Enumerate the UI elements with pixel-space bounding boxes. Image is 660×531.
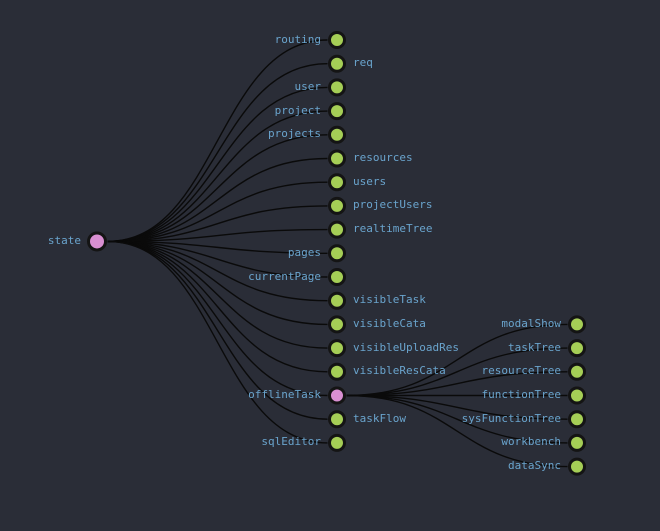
node-circle-pages[interactable] [328,244,346,263]
tree-edge-offlineTask-resourceTree [346,371,568,397]
node-label-user[interactable]: user [294,79,322,93]
node-label-state[interactable]: state [47,233,81,247]
tree-edge-state-project [107,110,328,243]
tree-edge-state-users [107,181,328,243]
node-circle-realtimeTree[interactable] [328,220,346,239]
node-label-visibleTask[interactable]: visibleTask [353,293,426,307]
node-label-modalShow[interactable]: modalShow [501,316,561,330]
node-circle-taskTree[interactable] [568,339,586,358]
node-circle-resourceTree[interactable] [568,362,586,381]
tree-edge-state-projectUsers [107,205,328,243]
tree-edge-offlineTask-modalShow [346,323,568,397]
node-label-project[interactable]: project [274,103,321,117]
node-circle-users[interactable] [328,173,346,192]
node-circle-visibleUploadRes[interactable] [328,339,346,358]
node-circle-projectUsers[interactable] [328,196,346,215]
node-label-workbench[interactable]: workbench [501,435,561,449]
tree-edge-offlineTask-sysFunctionTree [346,394,568,420]
tree-edge-state-visibleTask [107,240,328,302]
tree-edge-offlineTask-dataSync [346,394,568,468]
tree-edge-state-user [107,86,328,243]
tree-edge-offlineTask-workbench [346,394,568,444]
node-label-sysFunctionTree[interactable]: sysFunctionTree [461,411,561,425]
node-circle-req[interactable] [328,54,346,73]
node-circle-offlineTask[interactable] [328,386,346,405]
node-label-routing[interactable]: routing [274,32,321,46]
tree-edge-state-visibleUploadRes [107,240,328,349]
node-circle-visibleTask[interactable] [328,291,346,310]
node-circle-functionTree[interactable] [568,386,586,405]
node-label-offlineTask[interactable]: offlineTask [248,388,321,401]
node-circle-routing[interactable] [328,31,346,49]
tree-edge-state-pages [107,240,328,254]
tree-edge-state-routing [107,39,328,243]
tree-edge-state-offlineTask [107,240,328,397]
node-label-sqlEditor[interactable]: sqlEditor [261,435,321,449]
node-label-projects[interactable]: projects [268,127,321,141]
node-label-projectUsers[interactable]: projectUsers [353,198,433,212]
node-label-visibleResCata[interactable]: visibleResCata [353,364,446,378]
node-circle-visibleResCata[interactable] [328,362,346,381]
tree-edge-state-visibleCata [107,240,328,326]
node-label-resources[interactable]: resources [353,151,413,164]
node-label-resourceTree[interactable]: resourceTree [481,364,561,378]
node-circle-project[interactable] [328,102,346,121]
tree-edge-state-sqlEditor [107,240,328,444]
node-circle-user[interactable] [328,78,346,97]
node-circle-visibleCata[interactable] [328,315,346,334]
node-label-pages[interactable]: pages [287,245,321,259]
tree-edge-state-visibleResCata [107,240,328,373]
tree-edge-state-req [107,63,328,243]
tree-edge-state-taskFlow [107,240,328,420]
node-circle-dataSync[interactable] [568,457,586,476]
node-circle-state[interactable] [87,231,107,252]
tree-edge-state-resources [107,157,328,243]
node-label-currentPage[interactable]: currentPage [248,269,321,283]
node-label-taskTree[interactable]: taskTree [508,340,561,354]
node-circle-taskFlow[interactable] [328,410,346,429]
node-label-visibleUploadRes[interactable]: visibleUploadRes [353,340,459,354]
node-label-visibleCata[interactable]: visibleCata [353,316,426,330]
node-circle-workbench[interactable] [568,433,586,452]
node-circle-projects[interactable] [328,125,346,144]
node-circle-resources[interactable] [328,149,346,168]
node-label-taskFlow[interactable]: taskFlow [353,411,406,425]
node-label-users[interactable]: users [353,174,387,188]
node-circle-sqlEditor[interactable] [328,433,346,452]
node-circle-sysFunctionTree[interactable] [568,410,586,429]
node-label-realtimeTree[interactable]: realtimeTree [353,222,433,236]
node-label-dataSync[interactable]: dataSync [508,459,561,473]
node-circle-modalShow[interactable] [568,315,586,334]
tree-edge-offlineTask-taskTree [346,347,568,397]
node-label-functionTree[interactable]: functionTree [481,388,561,401]
tree-edge-state-realtimeTree [107,228,328,243]
tree-edge-state-projects [107,134,328,243]
node-circle-currentPage[interactable] [328,268,346,286]
tree-edge-state-currentPage [107,240,328,278]
node-label-req[interactable]: req [353,56,373,70]
